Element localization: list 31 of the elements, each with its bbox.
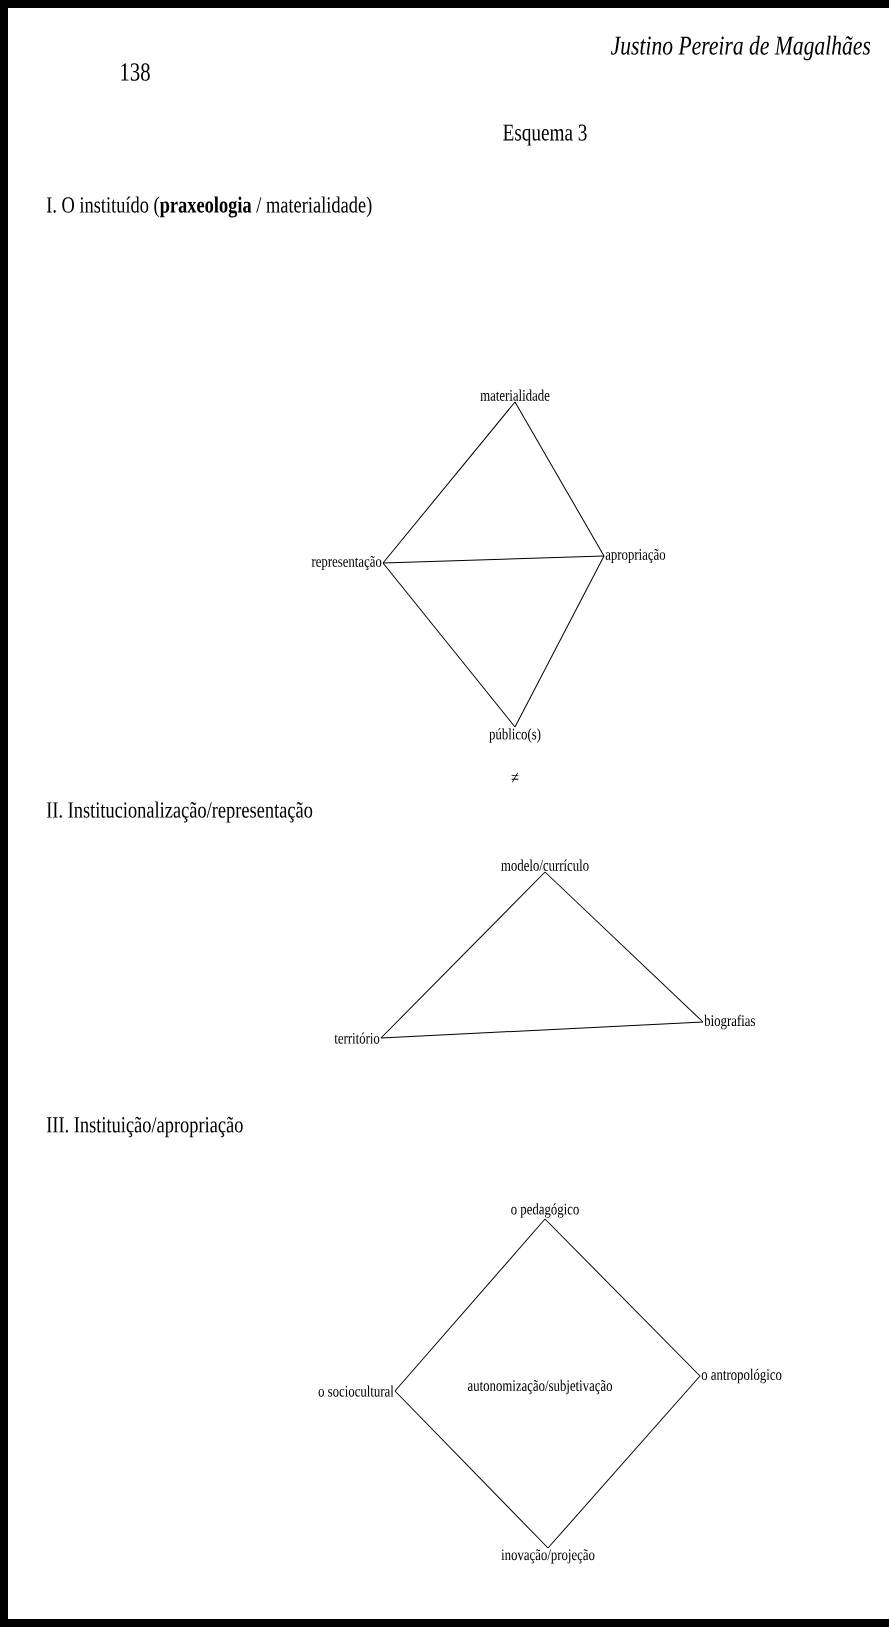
line: [394, 1390, 549, 1549]
vertex-label: biografias: [704, 1014, 755, 1030]
section-heading: II. Institucionalização/representação: [46, 801, 313, 823]
vertex-label: representação: [311, 555, 382, 571]
vertex-label: apropriação: [605, 548, 666, 564]
line: [544, 871, 704, 1023]
line: [544, 1218, 701, 1377]
line: [514, 555, 605, 728]
relation-symbol: ≠: [511, 772, 519, 783]
line: [394, 1218, 546, 1392]
vertex-label: público(s): [489, 728, 541, 743]
vertex-label: inovação/projeção: [501, 1549, 595, 1564]
line: [382, 555, 605, 564]
section-heading: III. Instituição/apropriação: [46, 1116, 243, 1138]
vertex-label: o sociocultural: [318, 1385, 394, 1397]
vertex-label: território: [334, 1032, 380, 1044]
center-label: autonomização/subjetivação: [467, 1379, 613, 1395]
scheme-title: Esquema 3: [503, 124, 587, 146]
section-heading: I. O instituído (praxeologia / materialidade): [46, 196, 372, 218]
line: [380, 871, 546, 1039]
running-header: Justino Pereira de Magalhães: [611, 35, 871, 61]
vertex-label: o pedagógico: [511, 1203, 579, 1218]
page-number: 138: [121, 63, 150, 81]
vertex-label: o antropológico: [701, 1368, 782, 1384]
line: [382, 562, 516, 728]
line: [514, 401, 605, 557]
line: [380, 1021, 704, 1039]
vertex-label: materialidade: [480, 389, 550, 401]
vertex-label: modelo/currículo: [501, 859, 589, 871]
line: [547, 1375, 701, 1549]
line: [382, 401, 516, 564]
